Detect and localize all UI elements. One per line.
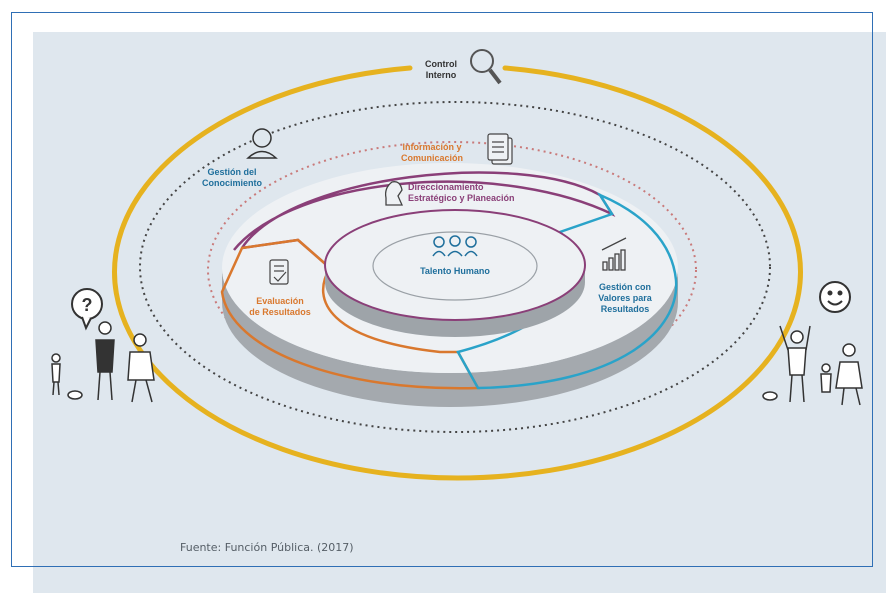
- question-mark-text: ?: [82, 295, 93, 315]
- talento-humano-ring: [372, 231, 538, 301]
- thinker-icon: [246, 128, 278, 159]
- question-bubble-icon: [71, 288, 103, 331]
- gestion-valores-label-1: Gestión con: [599, 282, 651, 292]
- source-caption: Fuente: Función Pública. (2017): [180, 541, 354, 554]
- document-icon: [487, 133, 513, 165]
- informacion-ring: [207, 141, 697, 399]
- smiley-icon: [819, 281, 851, 313]
- magnifier-icon: [470, 49, 502, 85]
- control-interno-ring: [112, 65, 803, 481]
- inner-platform-top: [324, 209, 586, 321]
- direccionamiento-label-2: Estratégico y Planeación: [408, 193, 515, 203]
- direccionamiento-label-1: Direccionamiento: [408, 182, 484, 192]
- talento-humano-label: Talento Humano: [420, 266, 490, 276]
- evaluacion-label-1: Evaluación: [256, 296, 304, 306]
- informacion-label-2: Comunicación: [401, 153, 463, 163]
- figure-frame: [11, 12, 873, 567]
- gestion-conocimiento-label-2: Conocimiento: [202, 178, 263, 188]
- disc-side: [222, 268, 678, 407]
- evaluacion-label-2: de Resultados: [249, 307, 311, 317]
- gestion-valores-label-2: Valores para: [598, 293, 653, 303]
- direccionamiento-arc: [233, 171, 616, 251]
- chess-knight-icon: [384, 181, 404, 206]
- bar-chart-icon: [601, 237, 627, 271]
- control-interno-label-1: Control: [425, 59, 457, 69]
- family-left-illustration: [51, 321, 155, 403]
- gestion-valores-label-3: Resultados: [601, 304, 650, 314]
- people-group-icon: [432, 235, 478, 257]
- family-right-illustration: [762, 325, 863, 406]
- informacion-label-1: Información y: [402, 142, 461, 152]
- checklist-icon: [269, 259, 289, 285]
- control-interno-label-2: Interno: [426, 70, 457, 80]
- gestion-conocimiento-ring: [139, 101, 771, 433]
- gestion-conocimiento-label-1: Gestión del: [207, 167, 256, 177]
